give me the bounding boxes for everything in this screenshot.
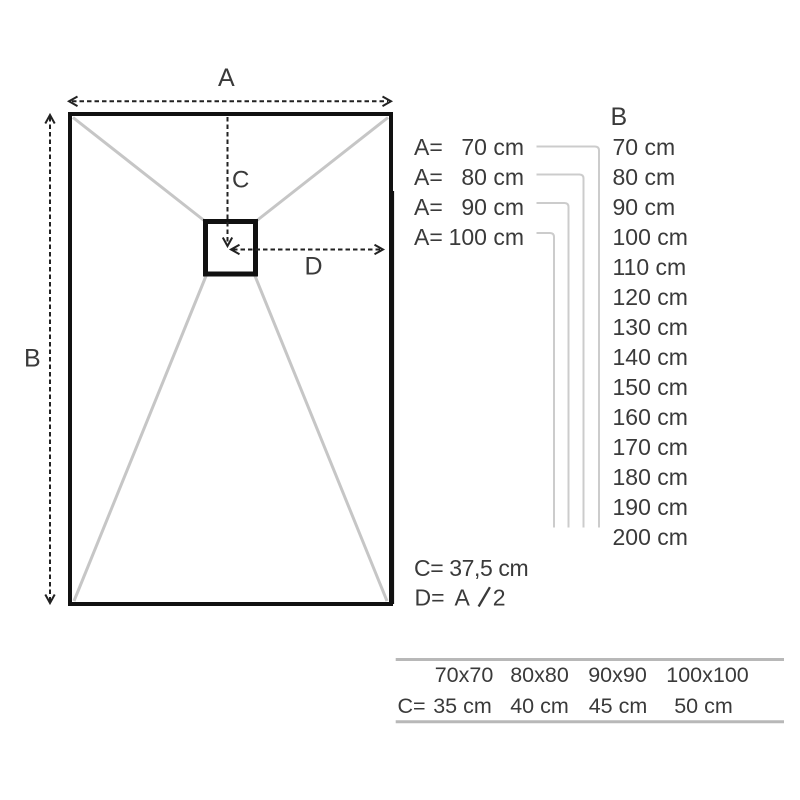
- svg-text:A=: A=: [414, 224, 443, 250]
- svg-text:200 cm: 200 cm: [613, 524, 688, 550]
- svg-text:90 cm: 90 cm: [461, 194, 524, 220]
- svg-text:A: A: [218, 64, 235, 92]
- svg-text:180 cm: 180 cm: [613, 464, 688, 490]
- svg-text:70 cm: 70 cm: [461, 134, 524, 160]
- svg-text:A=: A=: [414, 134, 443, 160]
- svg-text:C= 37,5 cm: C= 37,5 cm: [414, 555, 528, 581]
- svg-text:C: C: [232, 167, 249, 194]
- svg-text:80 cm: 80 cm: [461, 164, 524, 190]
- svg-text:70 cm: 70 cm: [613, 134, 676, 160]
- svg-text:C=: C=: [398, 694, 426, 718]
- svg-text:110 cm: 110 cm: [613, 254, 687, 280]
- svg-text:140 cm: 140 cm: [613, 344, 688, 370]
- svg-text:190 cm: 190 cm: [613, 494, 688, 520]
- svg-text:45 cm: 45 cm: [589, 694, 648, 718]
- svg-text:90x90: 90x90: [588, 663, 647, 687]
- svg-text:50 cm: 50 cm: [674, 694, 733, 718]
- svg-text:80 cm: 80 cm: [613, 164, 676, 190]
- svg-text:B: B: [611, 103, 628, 131]
- svg-text:90 cm: 90 cm: [613, 194, 676, 220]
- svg-text:2: 2: [493, 585, 506, 611]
- svg-text:B: B: [24, 345, 41, 373]
- svg-text:A: A: [455, 585, 471, 611]
- svg-text:D: D: [305, 253, 323, 281]
- svg-text:80x80: 80x80: [510, 663, 569, 687]
- svg-text:A=: A=: [414, 164, 443, 190]
- svg-text:D=: D=: [415, 585, 445, 611]
- svg-text:A=: A=: [414, 194, 443, 220]
- svg-text:150 cm: 150 cm: [613, 374, 688, 400]
- svg-text:35 cm: 35 cm: [433, 694, 492, 718]
- svg-text:100 cm: 100 cm: [613, 224, 688, 250]
- svg-text:130 cm: 130 cm: [613, 314, 688, 340]
- svg-text:40 cm: 40 cm: [510, 694, 569, 718]
- svg-text:170 cm: 170 cm: [613, 434, 688, 460]
- svg-text:100x100: 100x100: [666, 663, 749, 687]
- svg-text:70x70: 70x70: [435, 663, 494, 687]
- svg-text:160 cm: 160 cm: [613, 404, 688, 430]
- svg-text:120 cm: 120 cm: [613, 284, 688, 310]
- svg-text:100 cm: 100 cm: [449, 224, 524, 250]
